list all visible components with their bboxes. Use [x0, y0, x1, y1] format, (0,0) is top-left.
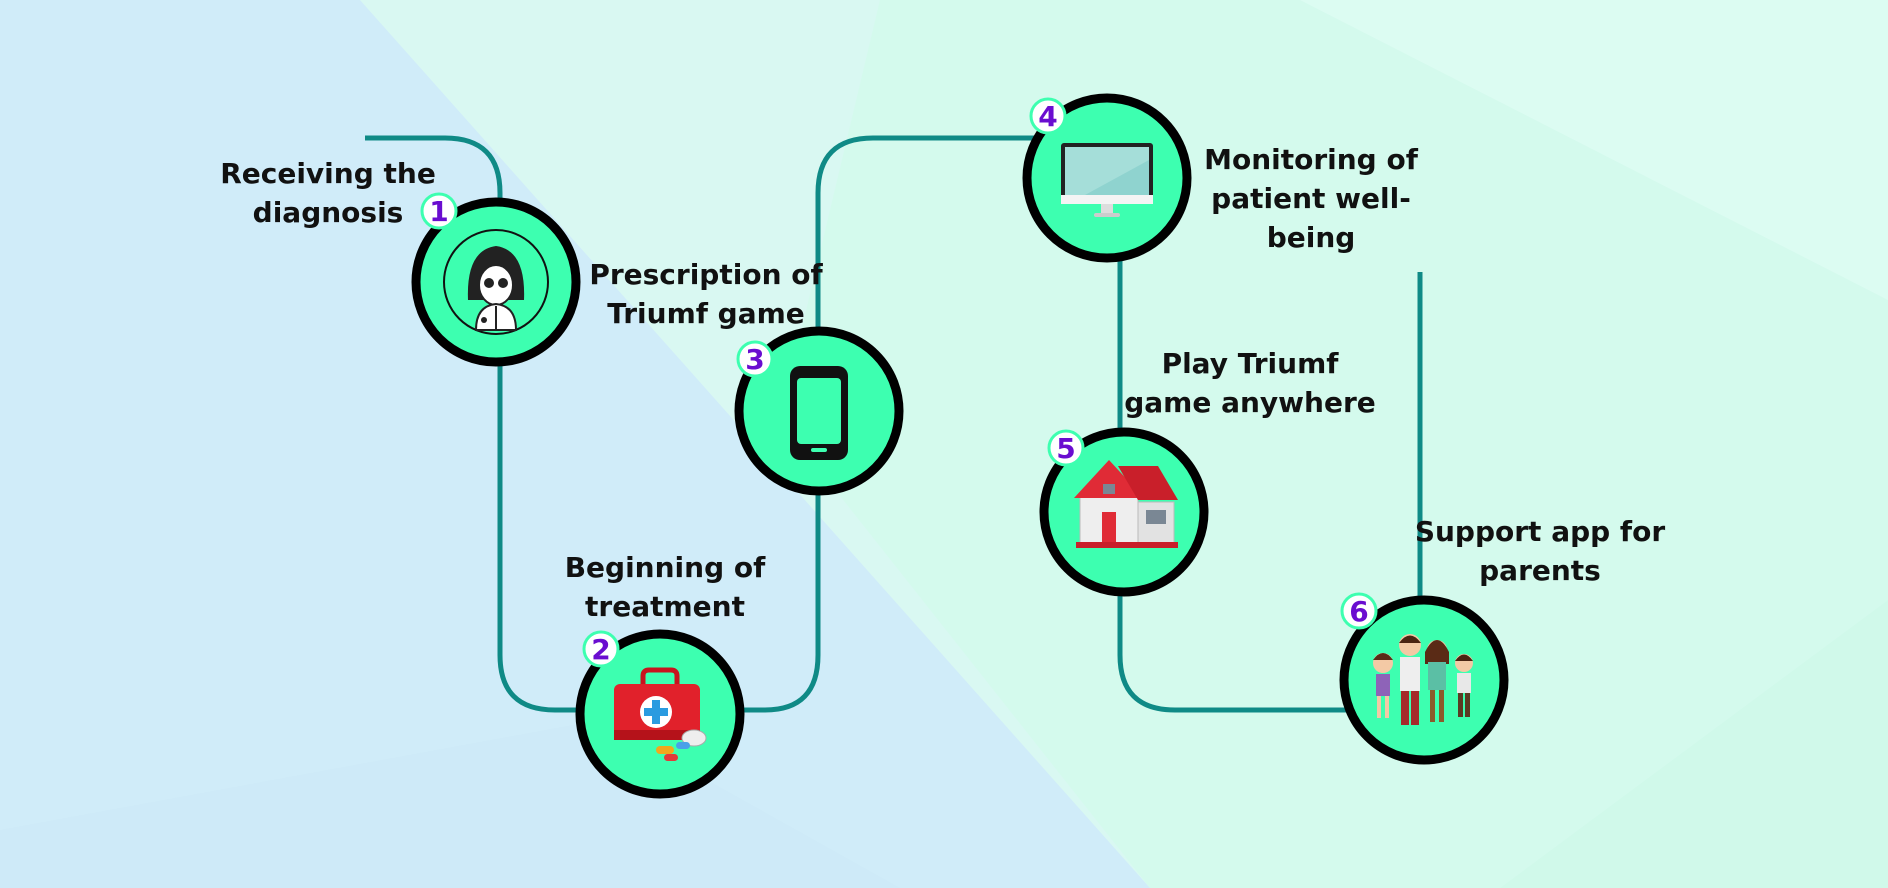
step-5-node: 5 [1039, 427, 1209, 597]
step-1-node: 1 [411, 192, 581, 367]
family-icon [1373, 634, 1473, 725]
step-5-label: Play Triumf game anywhere [1124, 347, 1376, 419]
step-6-node: 6 [1339, 592, 1509, 765]
step-5-badge [1047, 429, 1085, 467]
step-3-badge [736, 340, 774, 378]
step-6-label: Support app for parents [1414, 515, 1666, 587]
house-icon [1074, 460, 1178, 548]
step-1-badge [420, 192, 458, 230]
step-4-node: 4 [1022, 93, 1192, 263]
step-6-badge [1340, 592, 1378, 630]
step-6-circle [1339, 595, 1509, 765]
connector-path [365, 135, 1423, 713]
step-5-number: 5 [1056, 432, 1075, 465]
doctor-icon [443, 229, 549, 335]
step-2-node: 2 [575, 629, 745, 799]
step-1-label: Receiving the diagnosis [220, 157, 436, 229]
medical-kit-icon [614, 667, 707, 761]
step-4-badge [1029, 97, 1067, 135]
step-2-number: 2 [591, 633, 610, 666]
step-1-number: 1 [429, 195, 448, 228]
step-4-number: 4 [1038, 100, 1057, 133]
step-2-badge [582, 630, 620, 668]
step-3-label: Prescription of Triumf game [589, 258, 823, 330]
step-4-label: Monitoring of patient well- being [1204, 143, 1418, 254]
step-3-node: 3 [734, 326, 904, 496]
step-2-label: Beginning of treatment [564, 551, 766, 623]
monitor-icon [1061, 143, 1153, 217]
step-3-number: 3 [745, 343, 764, 376]
step-6-number: 6 [1349, 595, 1368, 628]
smartphone-icon [790, 366, 848, 460]
